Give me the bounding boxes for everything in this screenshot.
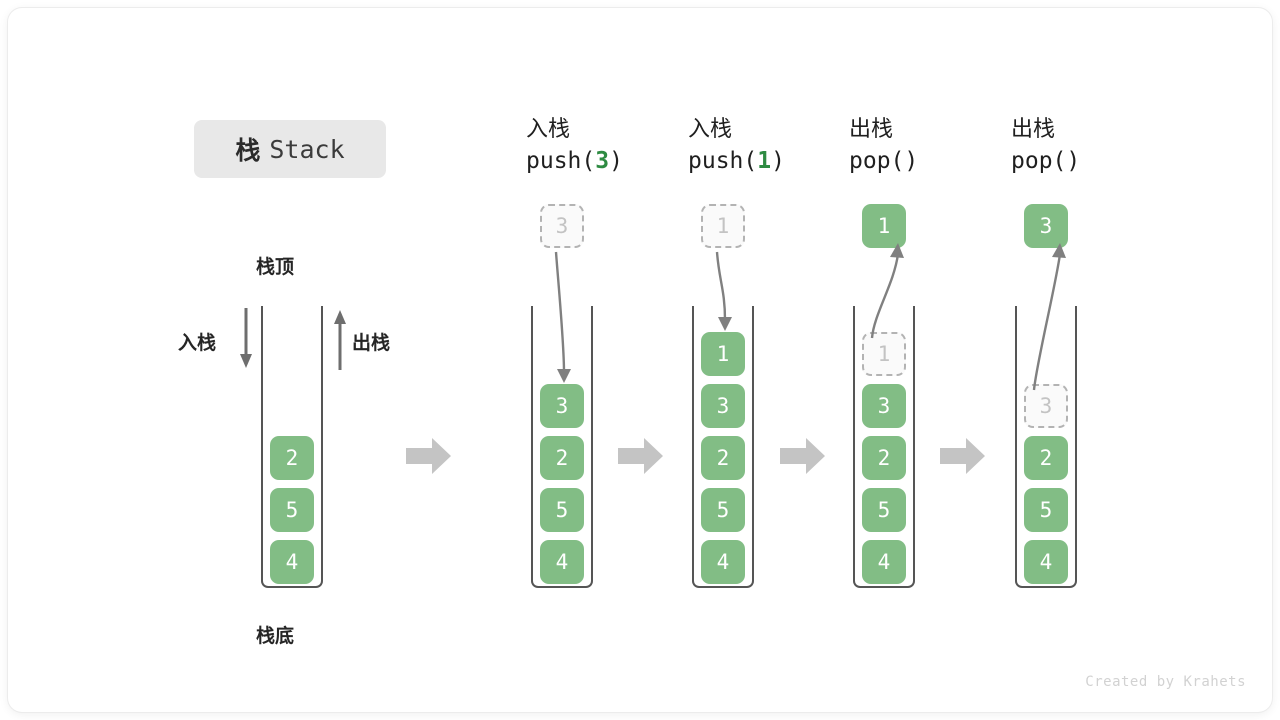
- stage-caption: 入栈 push(1): [688, 114, 785, 178]
- pending-push-value: 3: [540, 204, 584, 248]
- stack-tube-initial: [261, 306, 323, 588]
- stack-cell: 3: [540, 384, 584, 428]
- stack-cell: 4: [701, 540, 745, 584]
- stack-tube: [853, 306, 915, 588]
- stack-cell: 5: [701, 488, 745, 532]
- stage-operation-cn: 入栈: [688, 116, 733, 141]
- title-cn: 栈: [235, 137, 261, 165]
- stack-cell-ghost: 1: [862, 332, 906, 376]
- stack-tube: [1015, 306, 1077, 588]
- stack-cell: 3: [862, 384, 906, 428]
- stage-operation-arg: 3: [595, 148, 610, 174]
- stack-cell: 4: [1024, 540, 1068, 584]
- title-badge: 栈 Stack: [194, 120, 386, 178]
- stack-cell: 2: [701, 436, 745, 480]
- popped-value: 1: [862, 204, 906, 248]
- stack-tube: [531, 306, 593, 588]
- pending-push-value: 1: [701, 204, 745, 248]
- push-label-group: 入栈: [178, 328, 216, 355]
- pop-label: 出栈: [352, 333, 391, 354]
- stack-cell: 2: [270, 436, 314, 480]
- title-en: Stack: [269, 134, 345, 164]
- stage-transition-arrow-icon: [406, 436, 452, 476]
- stage-operation-cn: 出栈: [1011, 116, 1056, 141]
- stack-cell: 4: [862, 540, 906, 584]
- stack-bottom-label: 栈底: [256, 626, 295, 647]
- stage-operation-arg: 1: [757, 148, 772, 174]
- push-arrow-icon: [554, 251, 571, 383]
- pop-arrow-icon: [870, 243, 904, 339]
- push-label: 入栈: [178, 333, 217, 354]
- pop-label-group: 出栈: [352, 328, 390, 355]
- push-arrow-icon: [715, 251, 732, 331]
- stage-operation-code: pop(): [849, 148, 919, 174]
- stack-cell: 4: [270, 540, 314, 584]
- stack-cell: 3: [701, 384, 745, 428]
- stage-operation-code: pop(): [1011, 148, 1081, 174]
- stage-operation-cn: 出栈: [849, 116, 894, 141]
- stack-cell: 2: [862, 436, 906, 480]
- stack-cell-ghost: 3: [1024, 384, 1068, 428]
- stage-transition-arrow-icon: [780, 436, 826, 476]
- stage-operation-cn: 入栈: [526, 116, 571, 141]
- stack-cell: 2: [1024, 436, 1068, 480]
- stage-caption: 出栈 pop(): [1011, 114, 1080, 178]
- footer-credit: Created by Krahets: [1085, 674, 1246, 690]
- stack-cell: 5: [270, 488, 314, 532]
- pop-up-arrow-icon: [330, 308, 350, 370]
- stage-transition-arrow-icon: [940, 436, 986, 476]
- stage-operation-code: push(3): [526, 148, 623, 174]
- pop-arrow-icon: [1032, 243, 1066, 391]
- stack-top-label: 栈顶: [256, 257, 295, 278]
- stage-caption: 出栈 pop(): [849, 114, 918, 178]
- stack-cell: 5: [862, 488, 906, 532]
- push-down-arrow-icon: [236, 308, 256, 370]
- stack-cell: 5: [1024, 488, 1068, 532]
- stack-cell: 1: [701, 332, 745, 376]
- stage-caption: 入栈 push(3): [526, 114, 623, 178]
- stack-cell: 4: [540, 540, 584, 584]
- stack-cell: 5: [540, 488, 584, 532]
- stack-cell: 2: [540, 436, 584, 480]
- popped-value: 3: [1024, 204, 1068, 248]
- stage-transition-arrow-icon: [618, 436, 664, 476]
- stage-operation-code: push(1): [688, 148, 785, 174]
- stack-tube: [692, 306, 754, 588]
